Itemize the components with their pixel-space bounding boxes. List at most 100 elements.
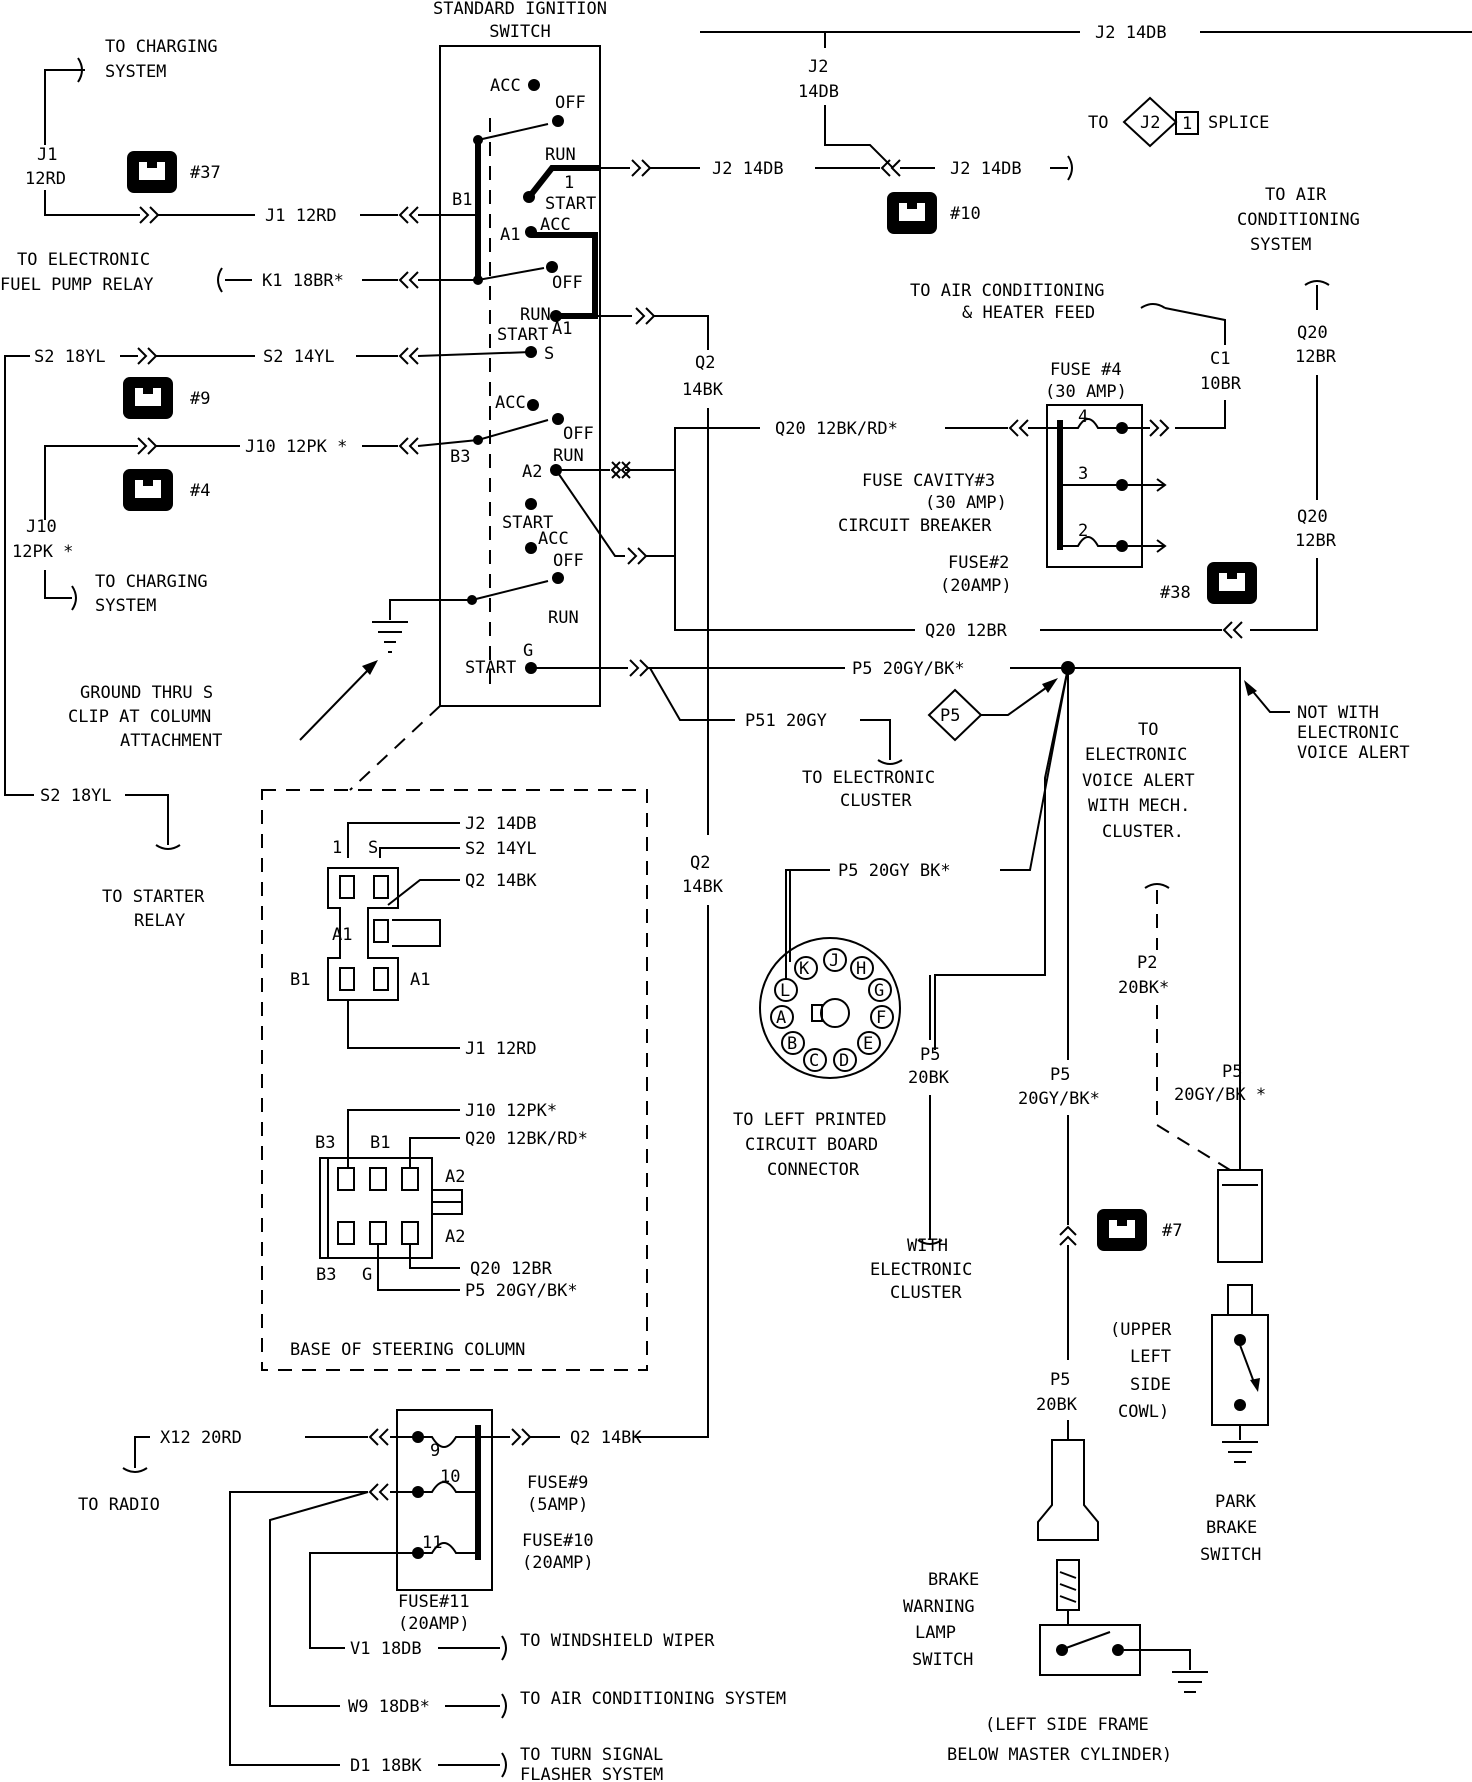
upper-cowl-d: COWL) xyxy=(1118,1402,1169,1422)
fuse-cavity3-b: (30 AMP) xyxy=(925,493,1007,513)
voice-alert-b: ELECTRONIC xyxy=(1085,745,1187,765)
splice-j2: J2 xyxy=(1140,113,1160,133)
steering-base-caption: BASE OF STEERING COLUMN xyxy=(290,1340,525,1360)
to-elec-cluster-b: CLUSTER xyxy=(840,791,912,811)
to-elec-cluster-a: TO ELECTRONIC xyxy=(802,768,935,788)
left-frame-a: (LEFT SIDE FRAME xyxy=(985,1715,1149,1735)
wire-12br-ac2: 12BR xyxy=(1295,531,1337,551)
wire-d1-18bk: D1 18BK xyxy=(350,1756,422,1776)
connector-ref-10: #10 xyxy=(950,204,981,224)
label-b1: B1 xyxy=(452,190,472,210)
pcb-pin-g: G xyxy=(874,981,884,1001)
label-acc-2: ACC xyxy=(540,215,571,235)
wire-p51-20gy: P51 20GY xyxy=(745,711,827,731)
wire-s2-14yl: S2 14YL xyxy=(263,347,335,367)
sb-label-b3: B3 xyxy=(315,1133,335,1153)
sb-q20-12bkrd: Q20 12BK/RD* xyxy=(465,1129,588,1149)
park-brake-connector xyxy=(1217,1169,1263,1263)
fuse9-label: FUSE#9 xyxy=(527,1473,588,1493)
label-s: S xyxy=(544,344,554,364)
voice-alert-e: CLUSTER. xyxy=(1102,822,1184,842)
wire-20gybk-brake: 20GY/BK* xyxy=(1018,1089,1100,1109)
fuse4-amp: (30 AMP) xyxy=(1045,382,1127,402)
wire-12br-ac: 12BR xyxy=(1295,347,1337,367)
wire-p5-20gybk-main: P5 20GY/BK* xyxy=(852,659,965,679)
to-ac-heater-a: TO AIR CONDITIONING xyxy=(910,281,1104,301)
to-air-cond-b: CONDITIONING xyxy=(1237,210,1360,230)
left-pcb-b: CIRCUIT BOARD xyxy=(745,1135,878,1155)
wire-q20-12br-main: Q20 12BR xyxy=(925,621,1008,641)
wire-14bk-upper: 14BK xyxy=(682,380,724,400)
left-pcb-a: TO LEFT PRINTED xyxy=(733,1110,887,1130)
pcb-connector xyxy=(759,937,901,1079)
label-run-1: RUN xyxy=(545,145,576,165)
brake-warning-a: BRAKE xyxy=(928,1570,979,1590)
wire-v1-18db: V1 18DB xyxy=(350,1639,422,1659)
with-cluster-a: WITH xyxy=(907,1236,948,1256)
wire-j2-14db-right: J2 14DB xyxy=(950,159,1022,179)
wire-j2-14db-top: J2 14DB xyxy=(1095,23,1167,43)
sb-label-a2: A2 xyxy=(445,1167,465,1187)
fuse4-label: FUSE #4 xyxy=(1050,360,1122,380)
left-frame-b: BELOW MASTER CYLINDER) xyxy=(947,1745,1172,1765)
park-brake-c: SWITCH xyxy=(1200,1545,1261,1565)
label-g: G xyxy=(523,641,533,661)
to-charging-2b: SYSTEM xyxy=(95,596,156,616)
fuse9-amp: (5AMP) xyxy=(527,1495,588,1515)
wire-p5-park: P5 xyxy=(1222,1062,1242,1082)
ground-clip-c: ATTACHMENT xyxy=(120,731,222,751)
label-start-2: START xyxy=(497,325,548,345)
upper-cowl-c: SIDE xyxy=(1130,1375,1171,1395)
splice-to: TO xyxy=(1088,113,1108,133)
wire-14bk-lower: 14BK xyxy=(682,877,724,897)
connector-icon-37 xyxy=(127,151,177,193)
park-brake-b: BRAKE xyxy=(1206,1518,1257,1538)
ground-clip-a: GROUND THRU S xyxy=(80,683,213,703)
fuse-cavity3-c: CIRCUIT BREAKER xyxy=(838,516,992,536)
label-acc-3: ACC xyxy=(495,393,526,413)
splice-diamond xyxy=(1122,96,1178,148)
to-starter-b: RELAY xyxy=(134,911,185,931)
pcb-pin-f: F xyxy=(876,1008,886,1028)
label-off-3: OFF xyxy=(563,424,594,444)
connector-ref-37: #37 xyxy=(190,163,221,183)
label-run-2: RUN xyxy=(520,305,551,325)
upper-cowl-b: LEFT xyxy=(1130,1347,1171,1367)
sb-q2-14bk: Q2 14BK xyxy=(465,871,537,891)
wire-j2-top: J2 xyxy=(808,57,828,77)
splice-p5: P5 xyxy=(940,706,960,726)
sb-p5-20gybk: P5 20GY/BK* xyxy=(465,1281,578,1301)
voice-alert-c: VOICE ALERT xyxy=(1082,771,1195,791)
pcb-pin-k: K xyxy=(799,959,810,979)
ignition-switch-body xyxy=(439,45,601,707)
label-acc-1: ACC xyxy=(490,76,521,96)
steering-column-base-box xyxy=(261,789,648,1371)
sb-q20-12br: Q20 12BR xyxy=(470,1259,553,1279)
fuse11-label: FUSE#11 xyxy=(398,1592,470,1612)
wire-j1-12rd: J1 12RD xyxy=(265,206,337,226)
wire-j2-14db-mid: J2 14DB xyxy=(712,159,784,179)
label-off-2: OFF xyxy=(552,273,583,293)
label-run-4: RUN xyxy=(548,608,579,628)
label-start-1: START xyxy=(545,194,596,214)
not-with-c: VOICE ALERT xyxy=(1297,743,1410,763)
splice-word: SPLICE xyxy=(1208,113,1269,133)
fuse-num-4: 4 xyxy=(1078,407,1088,427)
sb-label-a2b: A2 xyxy=(445,1227,465,1247)
wire-c1: C1 xyxy=(1210,349,1230,369)
fuse-num-9: 9 xyxy=(430,1441,440,1461)
sb-label-b1: B1 xyxy=(290,970,310,990)
to-charging-1b: SYSTEM xyxy=(105,62,166,82)
sb-j10-12pk: J10 12PK* xyxy=(465,1101,557,1121)
brake-warning-d: SWITCH xyxy=(912,1650,973,1670)
brake-lamp-connector xyxy=(1037,1439,1099,1541)
to-charging-1a: TO CHARGING xyxy=(105,37,218,57)
upper-cowl-a: (UPPER xyxy=(1110,1320,1172,1340)
wire-12pk-left: 12PK * xyxy=(12,542,73,562)
label-a1-b: A1 xyxy=(552,319,572,339)
label-start-3: START xyxy=(502,513,553,533)
not-with-b: ELECTRONIC xyxy=(1297,723,1399,743)
fuse10-amp: (20AMP) xyxy=(522,1553,594,1573)
wire-k1-18br: K1 18BR* xyxy=(262,271,344,291)
